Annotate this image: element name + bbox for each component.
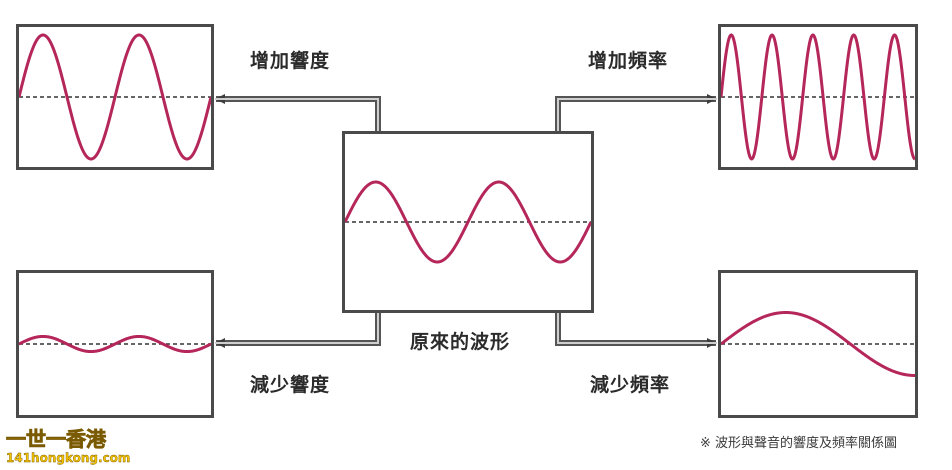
wave-increase-amplitude [19,33,211,161]
label-decrease-amplitude: 減少響度 [250,374,331,396]
wave-increase-frequency [721,33,915,161]
panel-original [342,131,594,313]
label-increase-frequency: 增加頻率 [588,50,669,72]
sine-wave [345,180,591,264]
panel-increase-amplitude [16,24,214,170]
figure-caption: ※ 波形與聲音的響度及頻率關係圖 [700,436,898,451]
sine-wave [721,33,915,161]
panel-increase-frequency [718,24,918,170]
wave-decrease-amplitude [19,334,211,354]
watermark-line2: 141hongkong.com [6,451,130,465]
sine-wave [19,33,211,161]
panel-decrease-frequency [718,270,918,418]
label-decrease-frequency: 減少頻率 [590,374,671,396]
wave-original [345,180,591,264]
watermark-line1: 一世一香港 [6,427,107,451]
label-original-waveform: 原來的波形 [410,331,511,353]
label-increase-amplitude: 增加響度 [250,50,331,72]
arrow-to-increase-amplitude [215,94,381,131]
arrow-to-increase-frequency [555,94,717,131]
watermark-logo: 一世一香港 141hongkong.com [6,427,131,466]
arrow-to-decrease-amplitude [215,313,381,348]
sine-wave [19,334,211,354]
wave-decrease-frequency [721,311,915,377]
arrow-to-decrease-frequency [555,313,717,348]
sine-wave [721,311,915,377]
panel-decrease-amplitude [16,270,214,418]
